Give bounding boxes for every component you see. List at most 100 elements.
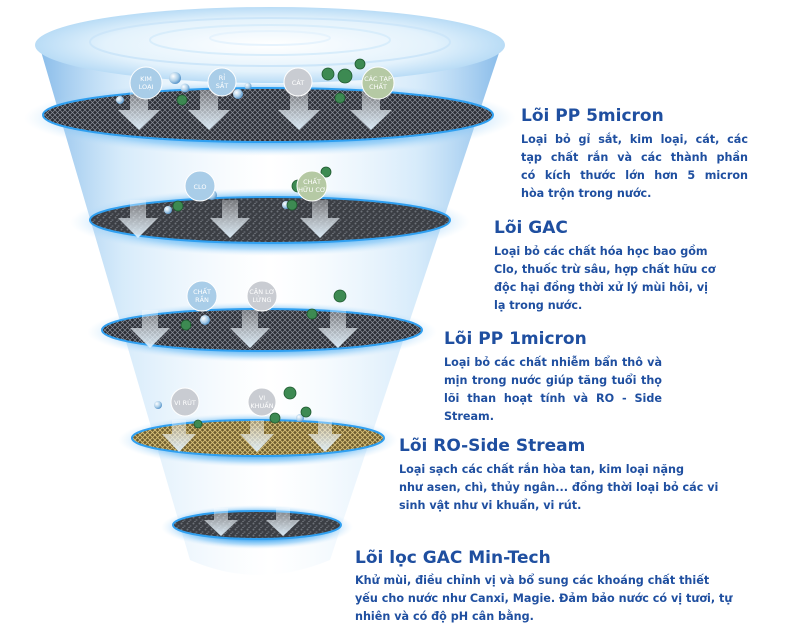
filter-layer-minitech <box>161 505 353 549</box>
bacteria-cluster <box>300 406 312 418</box>
svg-text:VI RÚT: VI RÚT <box>174 398 196 407</box>
desc-line: nhiên và có độ pH cân bằng. <box>355 610 534 623</box>
bacteria-cluster <box>176 94 188 106</box>
desc-line: hòa trộn trong nước. <box>521 187 652 200</box>
stage-title-gac: Lõi GAC <box>494 218 568 238</box>
filter-layer-pp5 <box>24 80 516 156</box>
particle-vi-khuan: VI KHUẨN <box>247 387 277 417</box>
water-bubble <box>180 83 190 93</box>
svg-text:CÁC TẠP: CÁC TẠP <box>364 74 392 83</box>
particle-chat-ran: CHẤT RẮN <box>186 280 218 312</box>
flow-arrow <box>188 90 230 130</box>
svg-text:HỮU CƠ: HỮU CƠ <box>298 185 326 194</box>
svg-text:SẮT: SẮT <box>216 80 229 90</box>
svg-text:LOẠI: LOẠI <box>139 83 154 91</box>
flow-arrow <box>130 310 170 348</box>
desc-line: tạp chất rắn và các thành phần <box>521 151 748 164</box>
flow-arrows <box>118 90 392 536</box>
water-bubble <box>116 96 124 104</box>
bacteria-cluster <box>354 58 366 70</box>
particle-can-lo-lung: CẶN LƠ LỬNG <box>246 280 278 312</box>
desc-line: mịn trong nước giúp tăng tuổi thọ <box>444 374 662 387</box>
bacteria-cluster <box>286 199 298 211</box>
bacteria-cluster <box>283 386 297 400</box>
water-bubble <box>296 414 304 422</box>
desc-line: Loại sạch các chất rắn hòa tan, kim loại… <box>399 463 685 476</box>
stage-desc-ro: Loại sạch các chất rắn hòa tan, kim loại… <box>399 461 718 515</box>
bacteria-cluster <box>269 412 281 424</box>
desc-line: có kích thước lớn hơn 5 micron <box>521 169 748 182</box>
desc-line: sinh vật như vi khuẩn, vi rút. <box>399 499 582 512</box>
stage-title-pp5: Lõi PP 5micron <box>521 106 664 126</box>
bacteria-cluster <box>306 308 318 320</box>
desc-line: Khử mùi, điều chỉnh vị và bổ sung các kh… <box>355 574 710 587</box>
bacteria-cluster <box>320 166 332 178</box>
desc-line: lõi than hoạt tính và RO - Side <box>444 392 662 405</box>
water-bubble <box>154 401 162 409</box>
svg-text:LỬNG: LỬNG <box>252 295 271 304</box>
water-bubble <box>164 206 172 214</box>
desc-line: yếu cho nước như Canxi, Magie. Đảm bảo n… <box>355 592 733 605</box>
particle-clo: CLO <box>184 170 216 202</box>
particle-cac-tap-chat: CÁC TẠP CHẤT <box>361 66 395 100</box>
desc-line: độc hại đồng thời xử lý mùi hôi, vị <box>494 281 708 294</box>
flow-arrow <box>118 90 160 130</box>
flow-arrow <box>300 200 340 238</box>
stage-desc-minitech: Khử mùi, điều chỉnh vị và bổ sung các kh… <box>355 572 732 626</box>
svg-text:CHẤT: CHẤT <box>303 176 321 186</box>
filter-layer-gac <box>70 188 470 256</box>
svg-text:VI: VI <box>259 394 265 402</box>
bacteria-cluster <box>193 419 203 429</box>
svg-text:KIM: KIM <box>140 75 152 83</box>
flow-arrow <box>308 420 342 452</box>
svg-text:CẶN LƠ: CẶN LƠ <box>249 287 274 296</box>
flow-arrow <box>230 310 270 348</box>
stage-desc-pp1: Loại bỏ các chất nhiễm bẩn thô và mịn tr… <box>444 354 662 426</box>
bacteria-cluster <box>172 200 184 212</box>
flow-arrow <box>350 90 392 130</box>
particle-vi-rut: VI RÚT <box>170 387 200 417</box>
bacteria-cluster <box>180 319 192 331</box>
flow-arrow <box>240 420 274 452</box>
desc-line: như asen, chì, thủy ngân... đồng thời lo… <box>399 481 719 494</box>
bacteria-cluster <box>337 68 353 84</box>
water-bubble <box>233 89 243 99</box>
desc-line: Loại bỏ các chất nhiễm bẩn thô và <box>444 356 662 369</box>
water-bubble <box>244 82 252 90</box>
desc-line: lạ trong nước. <box>494 299 583 312</box>
bacteria <box>172 58 366 429</box>
water-bubble <box>169 72 181 84</box>
bacteria-cluster <box>321 67 335 81</box>
particle-ri-sat: RỈ SẮT <box>207 67 237 97</box>
svg-text:CÁT: CÁT <box>292 78 304 87</box>
svg-text:CLO: CLO <box>193 183 206 191</box>
flow-arrow <box>210 200 250 238</box>
svg-text:KHUẨN: KHUẨN <box>250 400 273 410</box>
svg-text:RỈ: RỈ <box>219 73 226 82</box>
flow-arrow <box>162 420 196 452</box>
particle-labels: KIM LOẠI RỈ SẮT CÁT CÁC TẠP CHẤT CLO CHẤ… <box>129 66 395 417</box>
water-bubble <box>200 315 210 325</box>
flow-arrow <box>118 200 158 238</box>
flow-arrow <box>278 90 320 130</box>
flow-arrow <box>266 508 300 536</box>
particle-kim-loai: KIM LOẠI <box>129 66 163 100</box>
desc-line: Clo, thuốc trừ sâu, hợp chất hữu cơ <box>494 263 716 276</box>
svg-text:CHẤT: CHẤT <box>369 81 387 91</box>
bacteria-cluster <box>333 289 347 303</box>
stage-title-ro: Lõi RO-Side Stream <box>399 436 586 456</box>
stage-desc-gac: Loại bỏ các chất hóa học bao gồm Clo, th… <box>494 243 715 315</box>
water-surface <box>35 7 505 83</box>
stage-title-minitech: Lõi lọc GAC Min-Tech <box>355 548 551 568</box>
desc-line: Loại bỏ gỉ sắt, kim loại, cát, các <box>521 133 748 146</box>
stage-desc-pp5: Loại bỏ gỉ sắt, kim loại, cát, các tạp c… <box>521 131 748 203</box>
bacteria-cluster <box>334 92 346 104</box>
desc-line: Stream. <box>444 410 494 423</box>
desc-line: Loại bỏ các chất hóa học bao gồm <box>494 245 708 258</box>
flow-arrow <box>204 508 238 536</box>
svg-text:CHẤT: CHẤT <box>193 286 211 296</box>
svg-text:RẮN: RẮN <box>195 294 209 304</box>
flow-arrow <box>318 310 358 348</box>
particle-chat-huu-co: CHẤT HỮU CƠ <box>296 170 328 202</box>
